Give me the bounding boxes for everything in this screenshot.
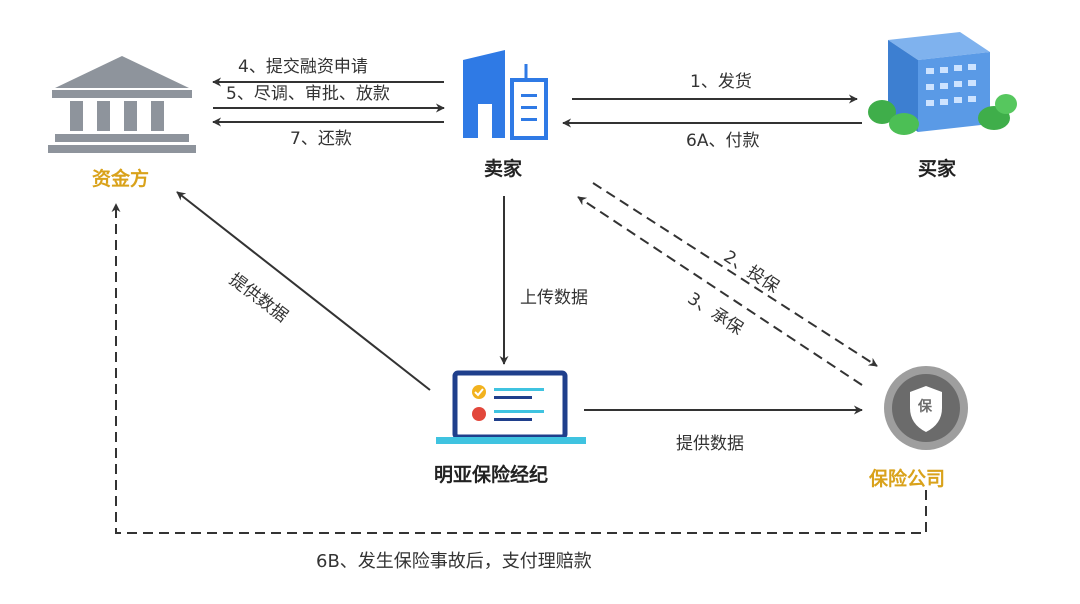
- node-label-seller: 卖家: [484, 158, 523, 180]
- node-label-buyer: 买家: [918, 158, 957, 180]
- arrow-provide-data-funder: [176, 191, 431, 391]
- arrow-underwrite: [577, 196, 863, 386]
- laptop-icon: [436, 370, 586, 444]
- arrow-insure: [592, 182, 878, 367]
- corporate-building-icon: [868, 32, 1017, 135]
- edge-label-repay: 7、还款: [290, 129, 352, 149]
- shield-badge-icon: [884, 366, 968, 450]
- edge-label-claim-payment: 6B、发生保险事故后，支付理赔款: [316, 551, 592, 572]
- node-label-broker: 明亚保险经纪: [434, 464, 549, 486]
- edge-label-pay: 6A、付款: [686, 131, 760, 151]
- edge-label-upload-data: 上传数据: [520, 288, 588, 308]
- edge-label-due-diligence: 5、尽调、审批、放款: [226, 84, 390, 104]
- edge-label-provide-data-insurer: 提供数据: [676, 434, 744, 454]
- insurer-badge-text: 保: [918, 399, 932, 415]
- arrow-claim-payment: [111, 203, 927, 534]
- node-label-funder: 资金方: [92, 168, 150, 190]
- edge-label-apply-financing: 4、提交融资申请: [238, 57, 368, 77]
- node-label-insurer: 保险公司: [869, 468, 946, 490]
- bank-icon: [48, 56, 196, 153]
- edge-label-ship: 1、发货: [690, 72, 752, 92]
- office-building-icon: [463, 50, 548, 140]
